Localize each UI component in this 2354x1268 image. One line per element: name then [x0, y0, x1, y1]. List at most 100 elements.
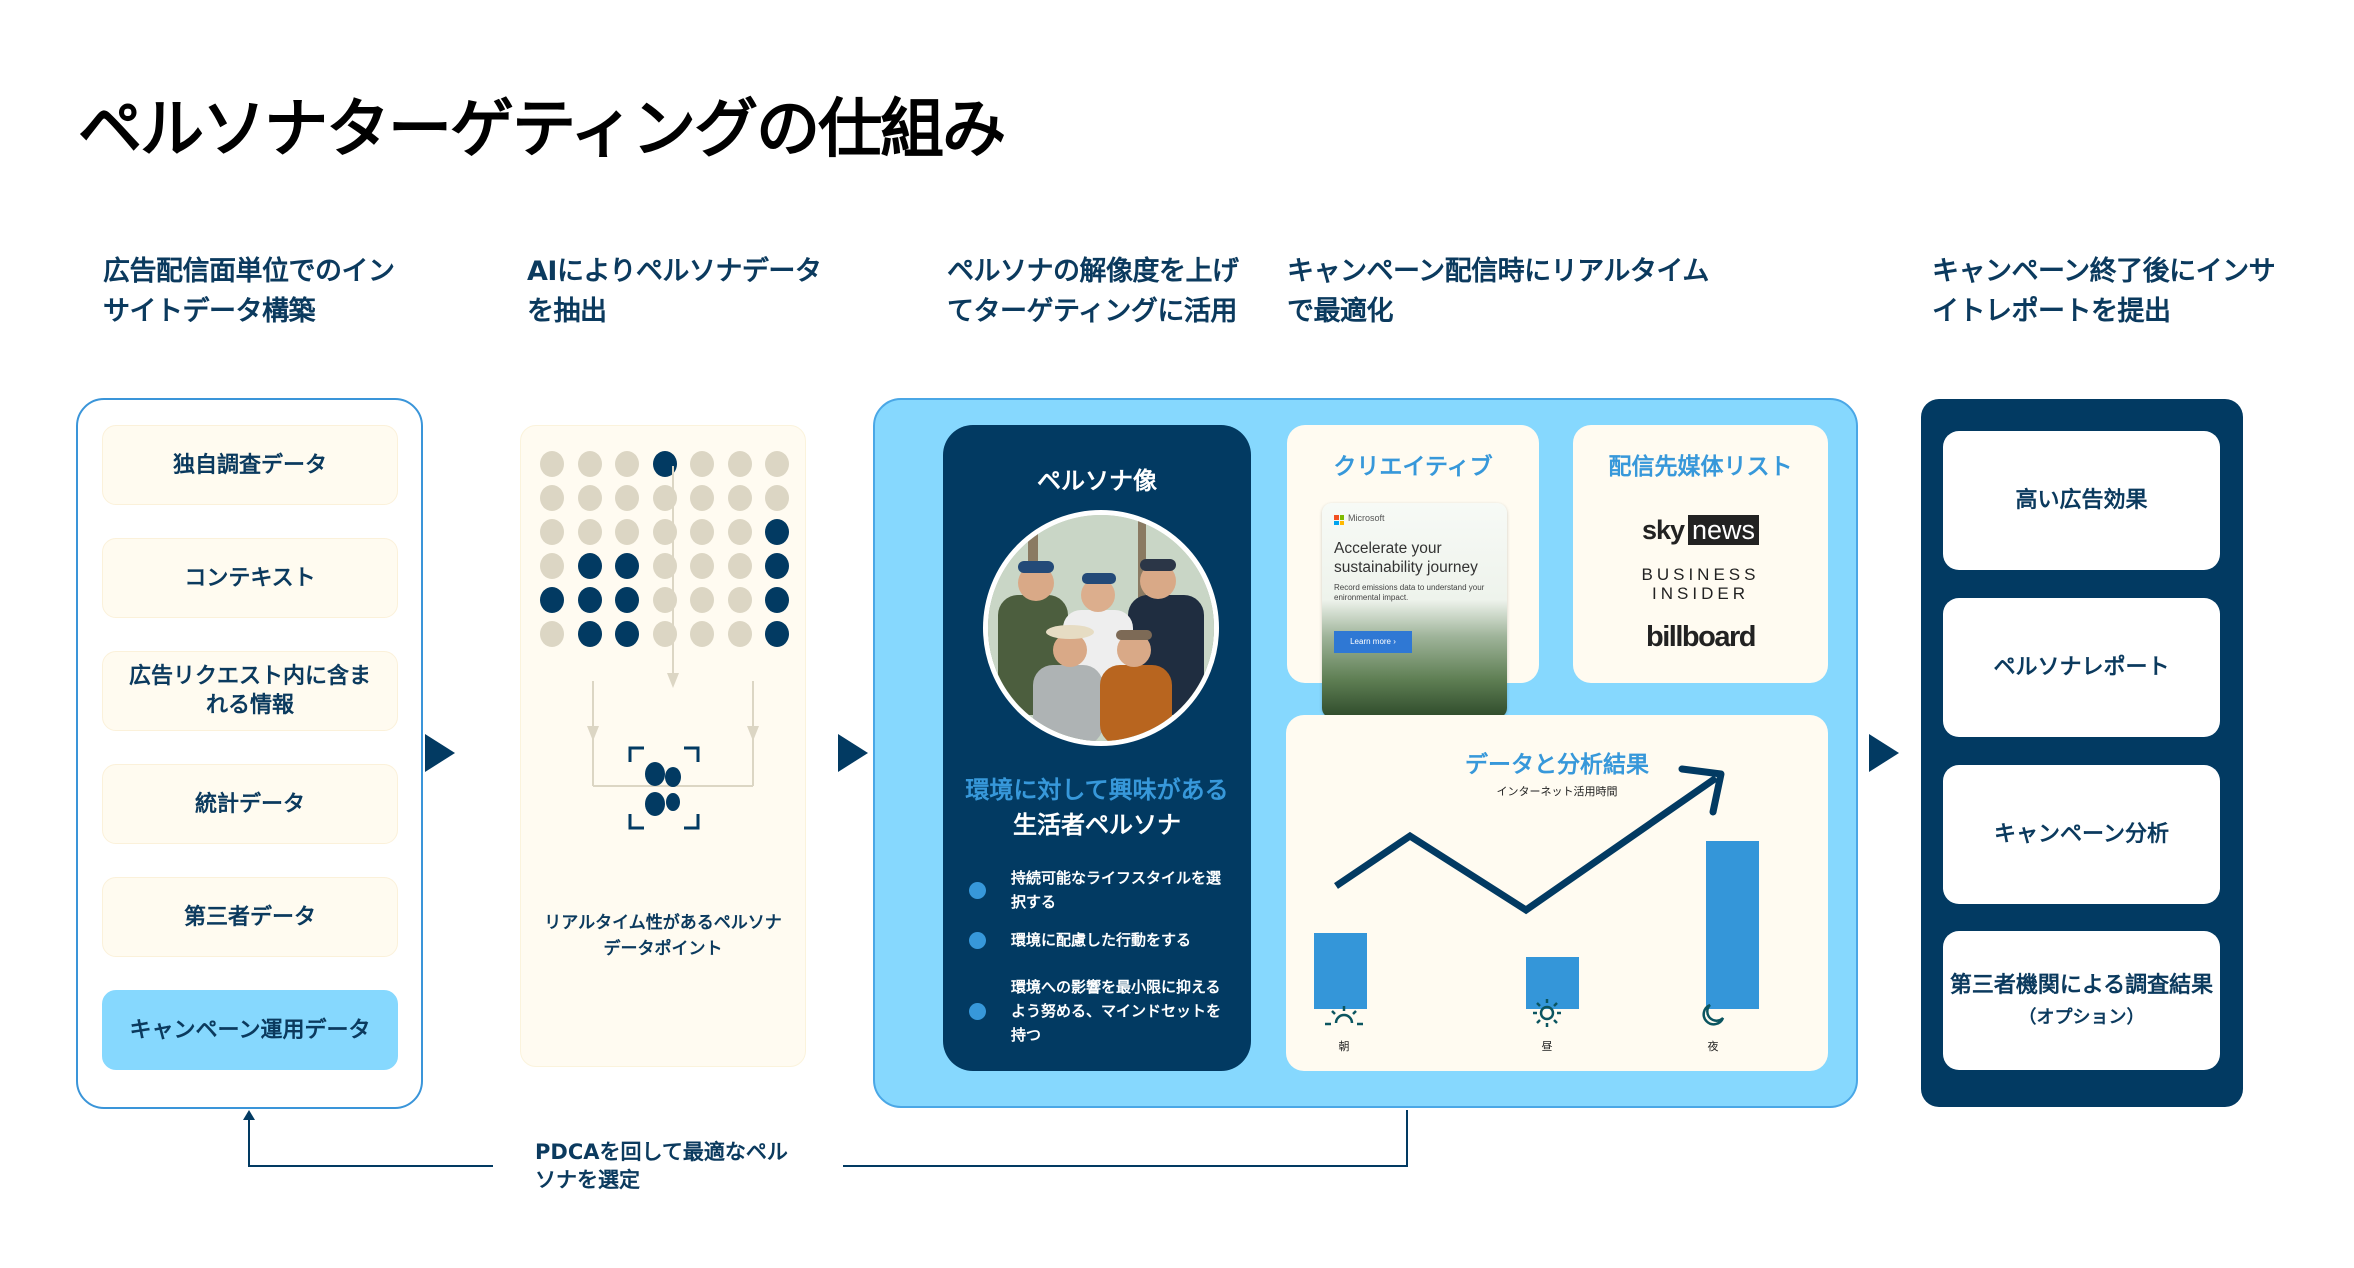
pdca-line — [248, 1165, 493, 1167]
data-source-item: 第三者データ — [102, 877, 398, 957]
data-point-dot — [690, 621, 714, 647]
data-source-item: コンテキスト — [102, 538, 398, 618]
step-heading-5-line2: イトレポートを提出 — [1932, 296, 2171, 327]
data-point-dot — [615, 621, 639, 647]
pdca-line — [1406, 1110, 1408, 1167]
trait-text: 持続可能なライフスタイルを選択する — [1011, 869, 1222, 911]
data-point-dot — [577, 553, 602, 579]
data-point-dot — [690, 587, 714, 613]
data-point-dot — [727, 553, 752, 579]
data-point-dot — [690, 451, 714, 477]
data-point-dot — [577, 519, 602, 545]
step-heading-1-line2: サイトデータ構築 — [103, 296, 315, 327]
persona-photo — [983, 510, 1219, 746]
data-point-dot — [765, 621, 789, 647]
billboard-logo: billboard — [1646, 621, 1756, 653]
step-heading-1-line1: 広告配信面単位でのイン — [103, 256, 395, 287]
data-point-dot — [540, 519, 564, 545]
data-point-dot — [727, 587, 752, 613]
data-point-dot — [727, 451, 752, 477]
flow-arrow-icon — [1869, 734, 1899, 772]
step-heading-4: キャンペーン配信時にリアルタイム で最適化 — [1287, 252, 1709, 332]
result-sublabel: （オプション） — [2018, 1006, 2145, 1028]
persona-trait: 環境に配慮した行動をする — [969, 928, 1229, 952]
ad-headline: Accelerate your sustainability journey — [1334, 540, 1478, 576]
flow-arrow-icon — [838, 734, 868, 772]
business-wordmark: BUSINESS — [1641, 565, 1760, 584]
data-source-item: 独自調査データ — [102, 425, 398, 505]
step-heading-4-line2: で最適化 — [1287, 296, 1393, 327]
bar-昼 — [1526, 957, 1579, 1009]
step-heading-3-line2: てターゲティングに活用 — [947, 296, 1237, 327]
data-point-dot — [765, 451, 789, 477]
persona-trait: 環境への影響を最小限に抑えるよう努める、マインドセットを持つ — [969, 975, 1229, 1047]
data-point-dot — [690, 485, 714, 511]
microsoft-logo-icon — [1334, 515, 1344, 525]
persona-headline-accent: 環境に対して興味がある — [965, 776, 1229, 804]
step-heading-5-line1: キャンペーン終了後にインサ — [1932, 256, 2276, 287]
result-item: 高い広告効果 — [1943, 431, 2220, 570]
dot-caption-line1: リアルタイム性があるペルソナ — [544, 913, 782, 933]
data-source-item: 統計データ — [102, 764, 398, 844]
result-item: キャンペーン分析 — [1943, 765, 2220, 904]
insight-report-panel: 高い広告効果 ペルソナレポート キャンペーン分析 第三者機関による調査結果 （オ… — [1921, 399, 2243, 1107]
page-title: ペルソナターゲティングの仕組み — [78, 93, 1006, 167]
data-source-item: 広告リクエスト内に含まれる情報 — [102, 651, 398, 731]
data-point-dot — [540, 485, 564, 511]
step-heading-1: 広告配信面単位でのイン サイトデータ構築 — [103, 252, 395, 332]
step-heading-2-line1: AIによりペルソナデータ — [527, 256, 822, 287]
target-cluster-icon — [628, 746, 700, 830]
bullet-icon — [969, 1002, 986, 1020]
business-insider-logo: BUSINESS INSIDER — [1573, 565, 1828, 603]
persona-trait: 持続可能なライフスタイルを選択する — [969, 866, 1229, 914]
ad-brand: Microsoft — [1348, 513, 1385, 523]
data-point-dot — [727, 519, 752, 545]
time-label-night: 夜 — [1707, 1040, 1719, 1053]
ai-extraction-panel: リアルタイム性があるペルソナ データポイント — [520, 425, 806, 1067]
time-label-noon: 昼 — [1541, 1040, 1553, 1053]
data-point-dot — [540, 553, 564, 579]
flow-arrow-icon — [425, 734, 455, 772]
persona-card: ペルソナ像 環境に対して興味がある 生活者ペルソナ 持続可能なライフスタイルを選… — [943, 425, 1251, 1071]
ad-learn-more-button[interactable]: Learn more › — [1334, 631, 1412, 653]
persona-headline-main: 生活者ペルソナ — [1013, 811, 1181, 839]
data-point-dot — [765, 485, 789, 511]
data-sources-panel: 独自調査データ コンテキスト 広告リクエスト内に含まれる情報 統計データ 第三者… — [76, 398, 423, 1109]
data-source-item-highlighted: キャンペーン運用データ — [102, 990, 398, 1070]
step-heading-2-line2: を抽出 — [527, 296, 607, 327]
time-label-morning: 朝 — [1338, 1040, 1350, 1053]
step-heading-5: キャンペーン終了後にインサ イトレポートを提出 — [1932, 252, 2276, 332]
media-list-title: 配信先媒体リスト — [1608, 454, 1793, 480]
data-point-dot — [540, 451, 564, 477]
analysis-chart-card: データと分析結果 インターネット活用時間 朝 昼 夜 — [1286, 715, 1828, 1071]
chart-title: データと分析結果 — [1465, 752, 1649, 778]
result-label: 高い広告効果 — [2015, 487, 2148, 513]
trend-arrow-icon — [1334, 765, 1725, 915]
data-point-dot — [615, 485, 639, 511]
pdca-line — [248, 1117, 250, 1167]
data-point-dot — [577, 621, 602, 647]
creative-card: クリエイティブ Microsoft Accelerate your sustai… — [1287, 425, 1539, 718]
data-point-dot — [765, 587, 789, 613]
data-point-dot — [577, 451, 602, 477]
result-label: 第三者機関による調査結果 — [1949, 972, 2214, 998]
result-label: ペルソナレポート — [1993, 654, 2170, 680]
moon-icon — [1702, 1003, 1725, 1026]
trait-text: 環境への影響を最小限に抑えるよう努める、マインドセットを持つ — [1011, 978, 1222, 1044]
bar-朝 — [1314, 933, 1367, 1009]
bar-夜 — [1706, 841, 1759, 1009]
chart-subtitle: インターネット活用時間 — [1496, 785, 1618, 798]
bullet-icon — [969, 881, 986, 899]
result-item: ペルソナレポート — [1943, 598, 2220, 737]
pdca-label-line2: ソナを選定 — [535, 1168, 640, 1192]
creative-title: クリエイティブ — [1333, 454, 1493, 480]
data-point-dot — [727, 485, 752, 511]
data-point-dot — [727, 621, 752, 647]
step-heading-3-line1: ペルソナの解像度を上げ — [947, 256, 1239, 287]
banner-ad: Microsoft Accelerate your sustainability… — [1322, 503, 1507, 718]
result-item: 第三者機関による調査結果 （オプション） — [1943, 931, 2220, 1070]
arrow-up-icon — [243, 1110, 255, 1120]
data-point-dot — [690, 519, 714, 545]
data-point-dot — [765, 553, 789, 579]
trait-text: 環境に配慮した行動をする — [1011, 931, 1192, 949]
